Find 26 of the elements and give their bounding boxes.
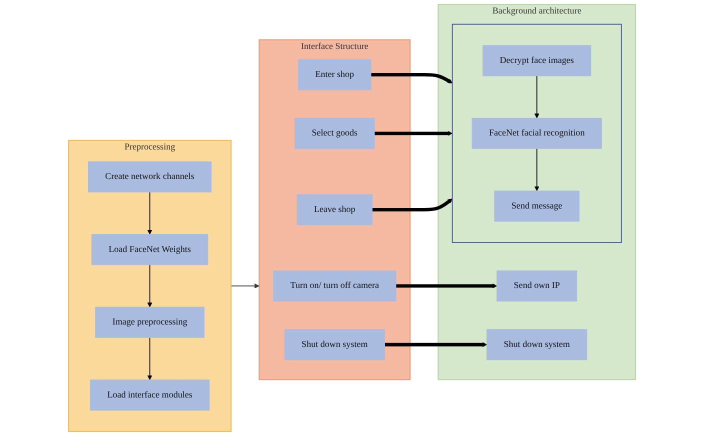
arrow [396, 283, 498, 288]
node-box: FaceNet facial recognition [472, 118, 602, 149]
node-box: Load FaceNet Weights [91, 234, 208, 266]
arrow [374, 130, 453, 136]
node-box: Send message [494, 190, 580, 222]
node-box: Select goods [294, 118, 375, 149]
arrow [147, 264, 152, 308]
arrow [371, 73, 453, 84]
node-box: Shut down system [486, 329, 588, 360]
node-box: Send own IP [496, 270, 578, 302]
node-box: Turn on/ turn off camera [273, 270, 396, 302]
node-box: Shut down system [284, 329, 385, 360]
node-box: Create network channels [88, 161, 212, 192]
arrow [147, 192, 152, 235]
cluster [452, 24, 622, 243]
arrow [372, 198, 453, 212]
arrow [534, 75, 540, 118]
node-box: Decrypt face images [482, 45, 592, 76]
arrow [384, 342, 488, 348]
arrow [230, 283, 260, 288]
node-box: Leave shop [296, 194, 373, 226]
node-box: Image preprocessing [95, 306, 204, 338]
node-box: Enter shop [298, 59, 372, 90]
node-box: Load interface modules [90, 380, 210, 411]
arrow [147, 337, 152, 380]
arrow [534, 148, 540, 192]
